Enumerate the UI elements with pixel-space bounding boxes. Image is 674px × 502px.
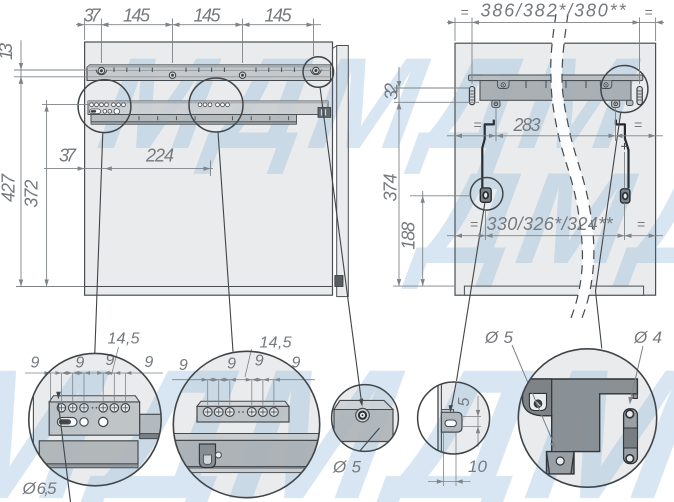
svg-text:37: 37 — [59, 146, 77, 166]
svg-text:372: 372 — [22, 180, 42, 208]
svg-text:=: = — [644, 4, 652, 20]
svg-text:386/382*/380**: 386/382*/380** — [481, 1, 627, 21]
svg-text:188: 188 — [399, 222, 419, 250]
svg-text:=: = — [634, 117, 642, 133]
svg-text:37: 37 — [84, 6, 102, 26]
svg-text:145: 145 — [265, 6, 293, 26]
svg-text:427: 427 — [0, 173, 19, 202]
svg-text:145: 145 — [194, 6, 222, 26]
svg-text:145: 145 — [123, 6, 151, 26]
svg-text:374: 374 — [381, 174, 401, 202]
svg-text:13: 13 — [0, 43, 16, 60]
svg-text:=: = — [460, 4, 468, 20]
